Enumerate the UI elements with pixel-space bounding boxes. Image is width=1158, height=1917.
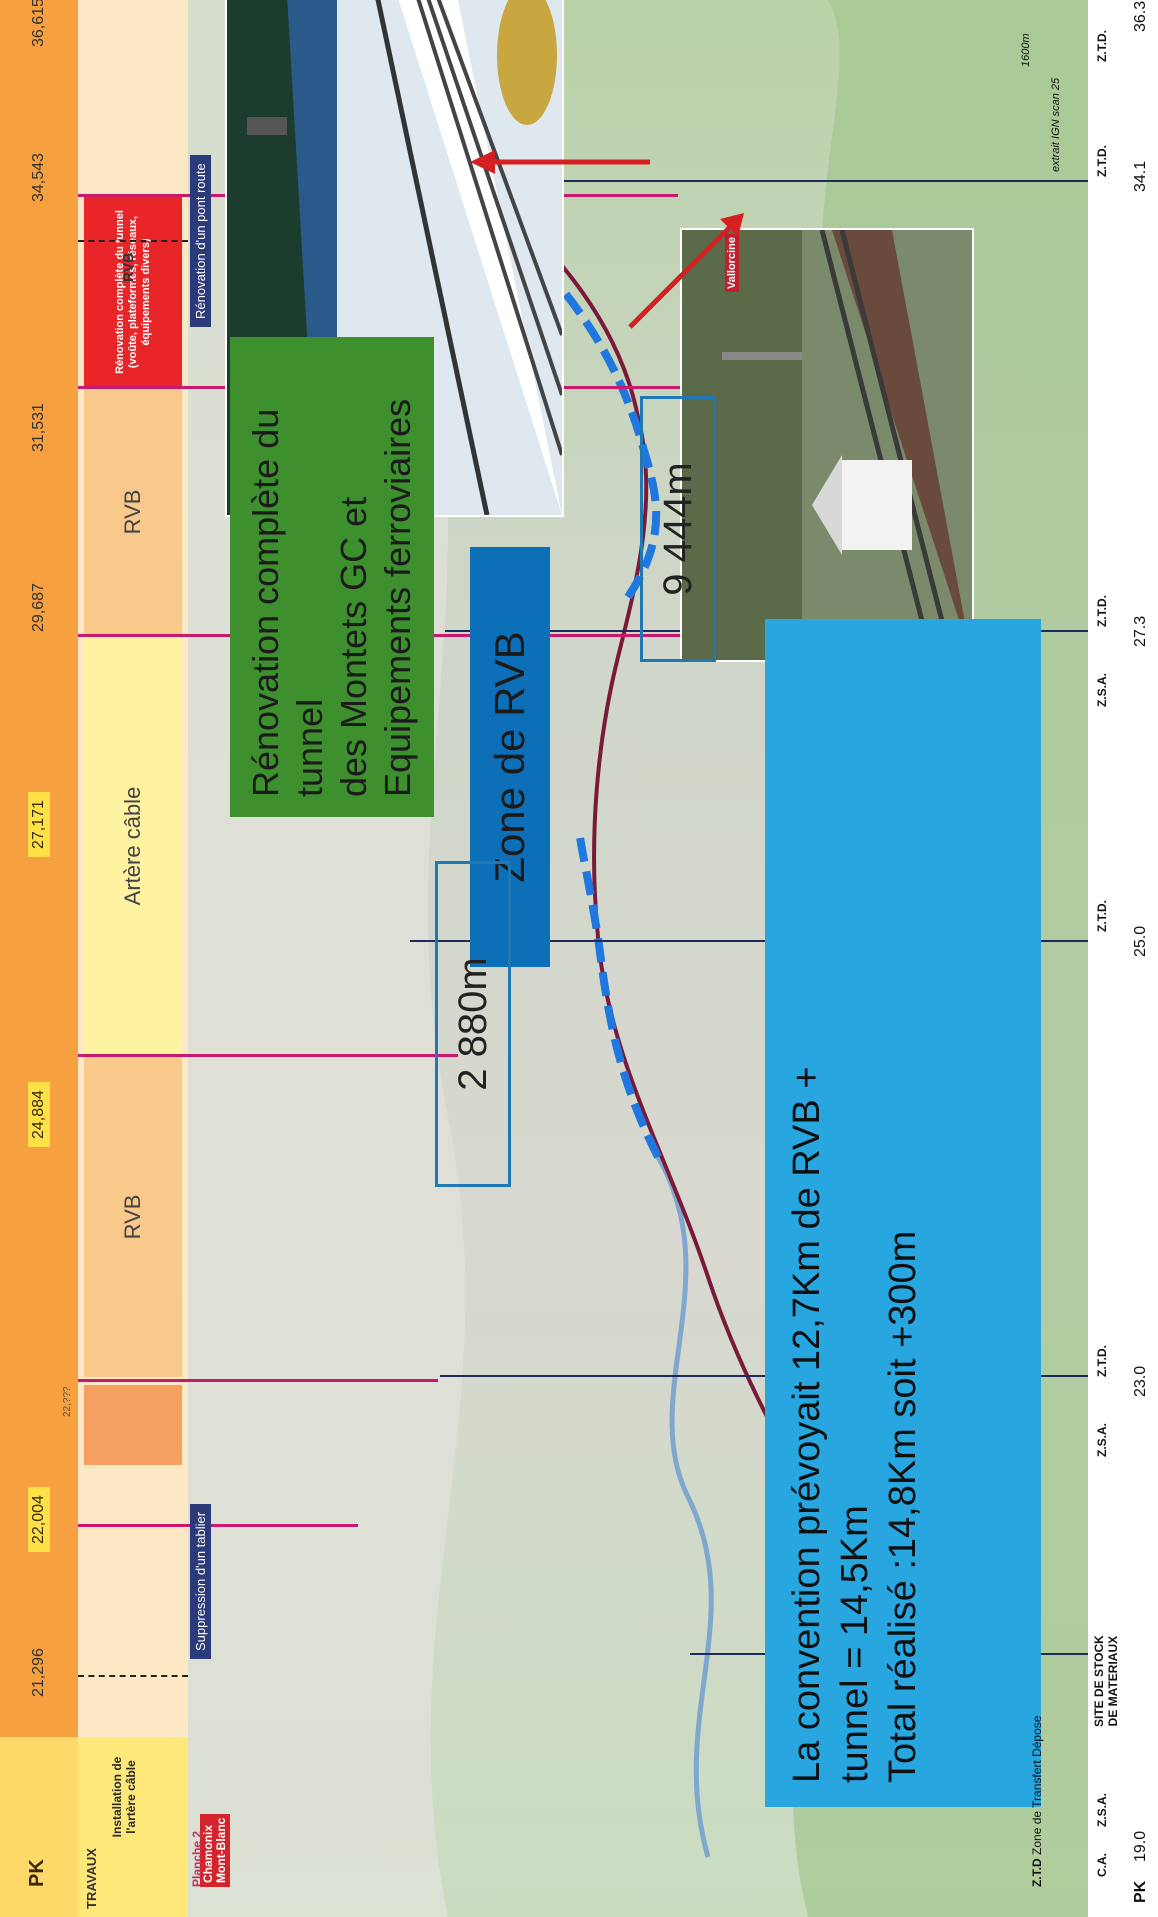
pk-bottom-value: 36.3 (1132, 0, 1149, 32)
pk-value: 34,543 (30, 153, 47, 202)
pk-bottom-value: 34.1 (1132, 160, 1149, 192)
pk-value: 24,884 (28, 1082, 50, 1147)
place-vallorcine: Vallorcine (725, 234, 739, 292)
segment-artere-label: Artère câble (120, 786, 145, 906)
segment-rvb-label: RVB (120, 489, 145, 535)
summary-line: La convention prévoyait 12,7Km de RVB + (786, 1066, 828, 1783)
place-chamonix: Chamonix Mont-Blanc (200, 1813, 230, 1887)
pk-value: 29,687 (30, 583, 47, 632)
segment-artere-cable: Artère câble (84, 637, 182, 1055)
legend-ztd: Z.T.D. (1095, 1345, 1109, 1377)
green-box-line: des Montets GC et (333, 496, 374, 797)
summary-line: Total réalisé :14,8Km soit +300m (882, 1230, 924, 1783)
legend-ztd: Z.T.D. (1095, 145, 1109, 177)
pk-line (78, 1379, 438, 1382)
pk-value: 27,171 (28, 792, 50, 857)
legend-stock-line: DE MATERIAUX (1106, 1635, 1120, 1727)
place-label-line: Mont-Blanc (214, 1817, 228, 1883)
planche-label: Planche 2 (190, 1830, 204, 1887)
tunnel-renovation-box: Rénovation complète du tunnel des Montet… (230, 337, 434, 817)
legend-ca: C.A. (1095, 1853, 1109, 1877)
dashed-marker (78, 240, 188, 242)
legend-stock: SITE DE STOCK DE MATERIAUX (1092, 1635, 1120, 1727)
dashed-marker (78, 1675, 188, 1677)
green-box-line: Equipements ferroviaires (377, 398, 418, 797)
pk-value: 22,004 (28, 1487, 50, 1552)
photo-station (680, 228, 974, 662)
pk-bottom-value: 25.0 (1132, 925, 1149, 957)
map-scale-value: 1600m (1020, 33, 1032, 67)
pk-bottom-label: PK (1132, 1880, 1149, 1903)
rvb-zone-dash-1 (576, 836, 662, 1159)
tag-tablier: Suppression d'un tablier (190, 1503, 211, 1659)
segment-tunnel-renovation: Rénovation complète du tunnel (voûte, pl… (84, 197, 182, 387)
red-arrow-icon (628, 213, 744, 329)
distance-box-1: 2 880m (435, 861, 511, 1187)
legend-ztd: Z.T.D. (1095, 30, 1109, 62)
pk-header-label: PK (26, 1859, 48, 1887)
green-box-line: Rénovation complète du tunnel (245, 408, 330, 797)
pk-bottom-value: 27.3 (1132, 615, 1149, 647)
legend-stock-line: SITE DE STOCK (1092, 1635, 1106, 1727)
map-scale-legend: extrait IGN scan 25 (1050, 77, 1062, 172)
pk-header-cell (0, 1737, 78, 1917)
pk-line (78, 1054, 458, 1057)
legend-zsa: Z.S.A. (1095, 672, 1109, 707)
pk-value: 36,615 (30, 0, 47, 47)
segment-tunnel-label: Rénovation complète du tunnel (voûte, pl… (113, 210, 152, 374)
segment-orange (84, 1385, 182, 1465)
tag-pont-route: Rénovation d'un pont route (190, 155, 211, 327)
pk-value: 21,296 (30, 1648, 47, 1697)
red-arrow-icon (470, 150, 650, 174)
segment-rvb (84, 0, 182, 195)
pk-line (78, 1524, 358, 1527)
legend-zsa: Z.S.A. (1095, 1422, 1109, 1457)
pk-value: 31,531 (30, 403, 47, 452)
segment-rvb-label: RVB (120, 1194, 145, 1240)
segment-rvb: RVB (84, 1057, 182, 1377)
legend-ztd: Z.T.D. (1095, 595, 1109, 627)
legend-zsa: Z.S.A. (1095, 1792, 1109, 1827)
segment-rvb-label-3: RVB (120, 252, 136, 282)
pk-bottom-value: 19.0 (1132, 1830, 1149, 1862)
segment-rvb: RVB (84, 389, 182, 635)
summary-line: tunnel = 14,5Km (834, 1505, 876, 1783)
convention-summary-box: La convention prévoyait 12,7Km de RVB + … (765, 619, 1041, 1807)
legend-ztd: Z.T.D. (1095, 900, 1109, 932)
legend-band (1088, 0, 1158, 1917)
legend-ztd: Z.T.D Zone de Transfert Dépose (1030, 1715, 1044, 1887)
pk-value-partial: 22,??? (62, 1386, 73, 1417)
travaux-header-label: TRAVAUX (84, 1848, 99, 1909)
distance-box-2: 9 444m (640, 396, 716, 662)
pk-bottom-value: 23.0 (1132, 1365, 1149, 1397)
pk-band (0, 0, 78, 1917)
travaux-first-item: Installation de l'artère câble (110, 1756, 138, 1838)
